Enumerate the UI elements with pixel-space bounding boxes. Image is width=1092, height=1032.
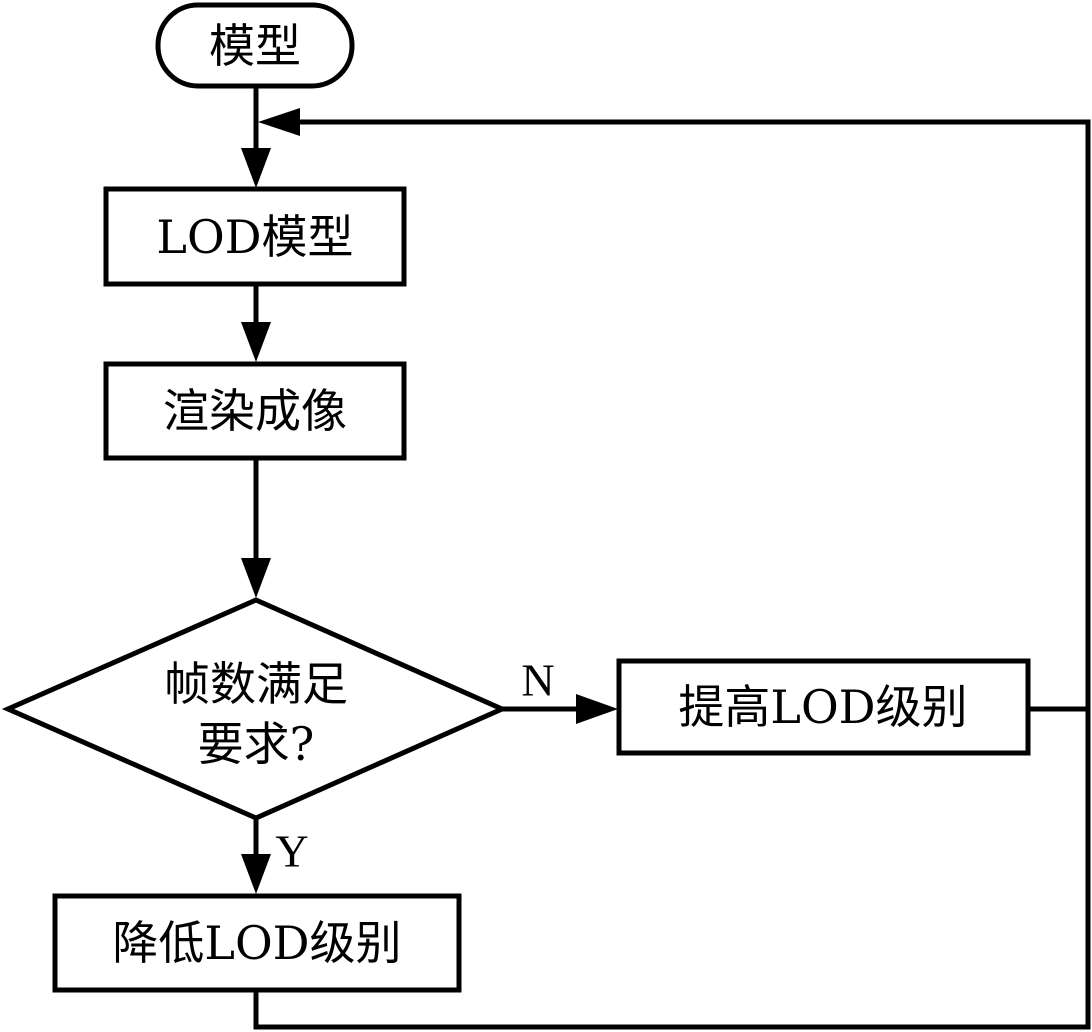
lod-model-node: [103, 186, 407, 287]
render-label: 渲染成像: [163, 384, 347, 438]
lod-model-label: LOD模型: [156, 210, 353, 264]
arrowhead-increase: [576, 694, 618, 724]
arrowhead-decrease: [241, 854, 271, 894]
decrease-lod-node: [52, 893, 462, 993]
edge-decrease-loop: [253, 119, 1091, 1030]
arrowhead-lod-model: [241, 148, 271, 188]
arrowhead-render: [241, 322, 271, 362]
start-node: [155, 2, 355, 89]
edge-label-yes: Y: [275, 826, 308, 877]
decrease-lod-label: 降低LOD级别: [112, 916, 401, 970]
increase-lod-node: [616, 658, 1031, 756]
arrowhead-decision: [241, 558, 271, 598]
decision-label-line1: 帧数满足: [164, 657, 348, 711]
arrowhead-loop-return: [258, 108, 300, 136]
decision-label-line2: 要求?: [198, 717, 315, 771]
edge-label-no: N: [521, 655, 554, 706]
increase-lod-label: 提高LOD级别: [678, 680, 967, 734]
decision-node: [1, 597, 509, 821]
start-node-label: 模型: [209, 19, 301, 73]
render-node: [103, 361, 407, 461]
